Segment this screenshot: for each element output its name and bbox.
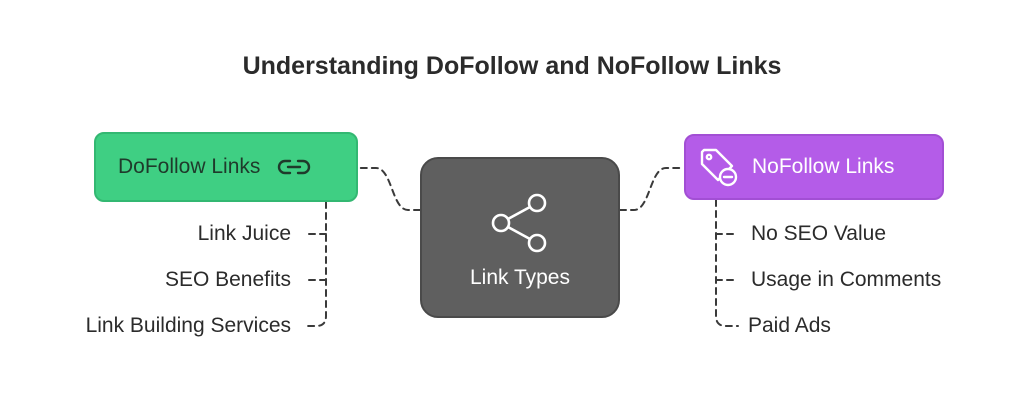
nofollow-node: NoFollow Links: [684, 134, 944, 200]
center-label: Link Types: [469, 265, 570, 289]
nofollow-label: NoFollow Links: [752, 155, 895, 178]
tag-minus-icon: [698, 146, 740, 188]
dofollow-item-link-juice: Link Juice: [197, 222, 291, 245]
connector-center-nofollow: [619, 167, 685, 211]
dofollow-node: DoFollow Links: [94, 132, 358, 202]
dofollow-item-seo-benefits: SEO Benefits: [164, 268, 291, 291]
nofollow-item-paid-ads: Paid Ads: [748, 314, 831, 337]
nofollow-item-no-seo-value: No SEO Value: [751, 222, 887, 245]
link-icon: [274, 155, 314, 179]
connector-dofollow-trunk: [303, 201, 327, 327]
nofollow-item-usage-in-comments: Usage in Comments: [751, 268, 942, 291]
dofollow-item-link-building-services: Link Building Services: [85, 314, 291, 337]
center-node: Link Types: [420, 157, 620, 318]
share-icon: [487, 192, 553, 254]
connector-nofollow-trunk: [715, 199, 739, 327]
diagram-title: Understanding DoFollow and NoFollow Link…: [242, 52, 782, 80]
dofollow-label: DoFollow Links: [118, 155, 261, 178]
connector-center-dofollow: [357, 167, 421, 211]
